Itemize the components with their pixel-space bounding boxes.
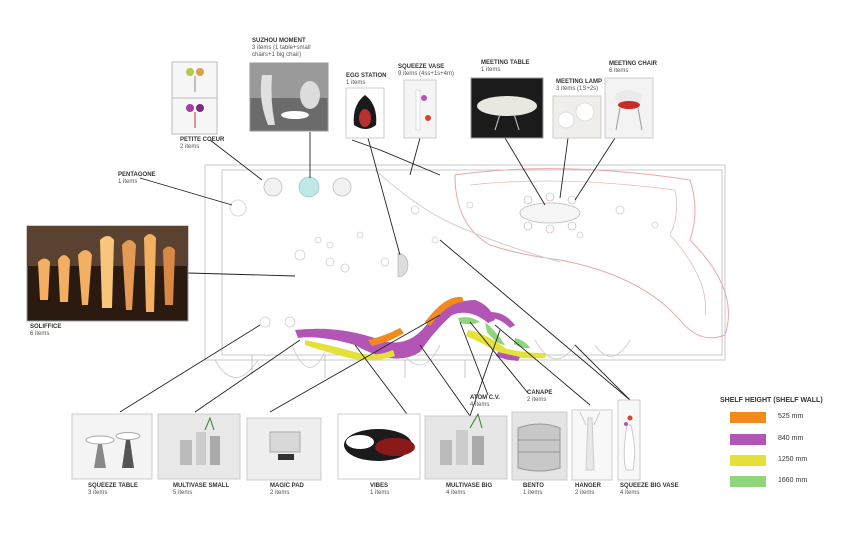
leader-lines [119, 132, 631, 419]
meeting-table-title: MEETING TABLE [481, 60, 530, 66]
squeeze-vase-sub: 9 items (4ss+1s+4m) [398, 71, 455, 77]
label-magic-pad: MAGIC PAD 2 items [270, 483, 304, 497]
legend-swatch-3 [730, 455, 766, 466]
multivase-small-title: MULTIVASE SMALL [173, 483, 230, 489]
label-suzhou-moment: SUZHOU MOMENT 3 items (1 table+small cha… [252, 38, 332, 59]
label-pentagone: PENTAGONE 1 items [118, 172, 156, 186]
legend-title: SHELF HEIGHT (SHELF WALL) [720, 397, 823, 404]
seat-row [263, 176, 352, 198]
label-squeeze-vase: SQUEEZE VASE 9 items (4ss+1s+4m) [398, 64, 454, 78]
label-meeting-lamp: MEETING LAMP 3 items (1S+2s) [556, 79, 602, 93]
hanger-title: HANGER [575, 483, 602, 489]
legend-swatch-2 [730, 434, 766, 445]
atom-title: ATOM C.V. [470, 395, 500, 401]
label-atom: ATOM C.V. 4 items [470, 395, 500, 409]
soffice-title: SOLIFFICE [30, 324, 62, 330]
meeting-lamp-title: MEETING LAMP [556, 79, 602, 85]
thumb-squeeze-vase [403, 79, 437, 139]
vibes-sub: 1 items [370, 490, 390, 496]
squeeze-vase-title: SQUEEZE VASE [398, 64, 445, 70]
squeeze-table-sub: 3 items [88, 490, 108, 496]
egg-title: EGG STATION [346, 73, 387, 79]
magic-pad-title: MAGIC PAD [270, 483, 304, 489]
atom-sub: 4 items [470, 402, 490, 408]
legend-swatch-4 [730, 476, 766, 487]
thumb-meeting-table [470, 77, 544, 139]
meeting-chair-title: MEETING CHAIR [609, 61, 657, 67]
petite-title: PETITE COEUR [180, 137, 225, 143]
legend-label-4: 1660 mm [778, 477, 808, 484]
bento-sub: 1 items [523, 490, 543, 496]
thumb-meeting-lamp [552, 95, 602, 139]
label-multivase-small: MULTIVASE SMALL 5 items [173, 483, 229, 497]
pentagone-sub: 1 items [118, 179, 138, 185]
curved-display-wall [374, 169, 561, 263]
thumb-vibes [337, 413, 421, 480]
thumb-meeting-chair [604, 77, 654, 139]
label-canape: CANAPE 2 items [527, 390, 552, 404]
canape-title: CANAPE [527, 390, 553, 396]
label-meeting-table: MEETING TABLE 1 items [481, 60, 530, 74]
thumb-soffice [26, 225, 189, 322]
label-squeeze-table: SQUEEZE TABLE 3 items [88, 483, 138, 497]
label-bento: BENTO 1 items [523, 483, 544, 497]
suzhou-sub: 3 items (1 table+small chairs+1 big chai… [252, 45, 311, 58]
meeting-chairs-plan [523, 192, 577, 234]
multivase-big-title: MULTIVASE BIG [446, 483, 493, 489]
squeeze-big-sub: 4 items [620, 490, 640, 496]
label-meeting-chair: MEETING CHAIR 6 items [609, 61, 657, 75]
bottom-wall-ticks [251, 355, 466, 378]
vibes-title: VIBES [370, 483, 389, 489]
label-petite-coeur: PETITE COEUR 2 items [180, 137, 224, 151]
thumb-petite-coeur [171, 61, 218, 135]
multivase-big-sub: 4 items [446, 490, 466, 496]
egg-station-plan [397, 252, 409, 278]
squeeze-table-title: SQUEEZE TABLE [88, 483, 138, 489]
legend-label-1: 525 mm [778, 413, 804, 420]
thumb-multivase-small [157, 413, 241, 480]
legend-label-3: 1250 mm [778, 456, 808, 463]
thumb-squeeze-table [71, 413, 153, 480]
pentagone-title: PENTAGONE [118, 172, 156, 178]
thumb-multivase-big [424, 412, 508, 480]
suzhou-title: SUZHOU MOMENT [252, 38, 306, 44]
thumb-hanger [571, 409, 613, 481]
label-squeeze-big-vase: SQUEEZE BIG VASE 4 items [620, 483, 679, 497]
meeting-zone-outline [454, 168, 729, 339]
meeting-lamp-sub: 3 items (1S+2s) [556, 86, 599, 92]
meeting-table-plan [519, 202, 581, 224]
shelf-wall [295, 296, 545, 361]
multivase-small-sub: 5 items [173, 490, 193, 496]
petite-sub: 2 items [180, 144, 200, 150]
label-soffice: SOLIFFICE 6 items [30, 324, 61, 338]
thumb-squeeze-big-vase [617, 399, 641, 481]
meeting-chair-sub: 6 items [609, 68, 629, 74]
squeeze-big-title: SQUEEZE BIG VASE [620, 483, 679, 489]
legend-label-2: 840 mm [778, 435, 804, 442]
thumb-suzhou-moment [249, 62, 329, 132]
label-vibes: VIBES 1 items [370, 483, 389, 497]
hanger-sub: 2 items [575, 490, 595, 496]
label-multivase-big: MULTIVASE BIG 4 items [446, 483, 492, 497]
soffice-sub: 6 items [30, 331, 50, 337]
meeting-zone-inner-outline [469, 180, 706, 316]
meeting-table-sub: 1 items [481, 67, 501, 73]
thumb-egg-station [345, 87, 385, 139]
pedestals [229, 199, 659, 328]
label-hanger: HANGER 2 items [575, 483, 601, 497]
egg-sub: 1 items [346, 80, 366, 86]
label-egg-station: EGG STATION 1 items [346, 73, 386, 87]
thumb-bento [511, 411, 568, 481]
thumb-magic-pad [246, 417, 322, 481]
room-walls [204, 164, 726, 361]
magic-pad-sub: 2 items [270, 490, 290, 496]
canape-sub: 2 items [527, 397, 547, 403]
legend-swatch-1 [730, 412, 766, 423]
bento-title: BENTO [523, 483, 544, 489]
